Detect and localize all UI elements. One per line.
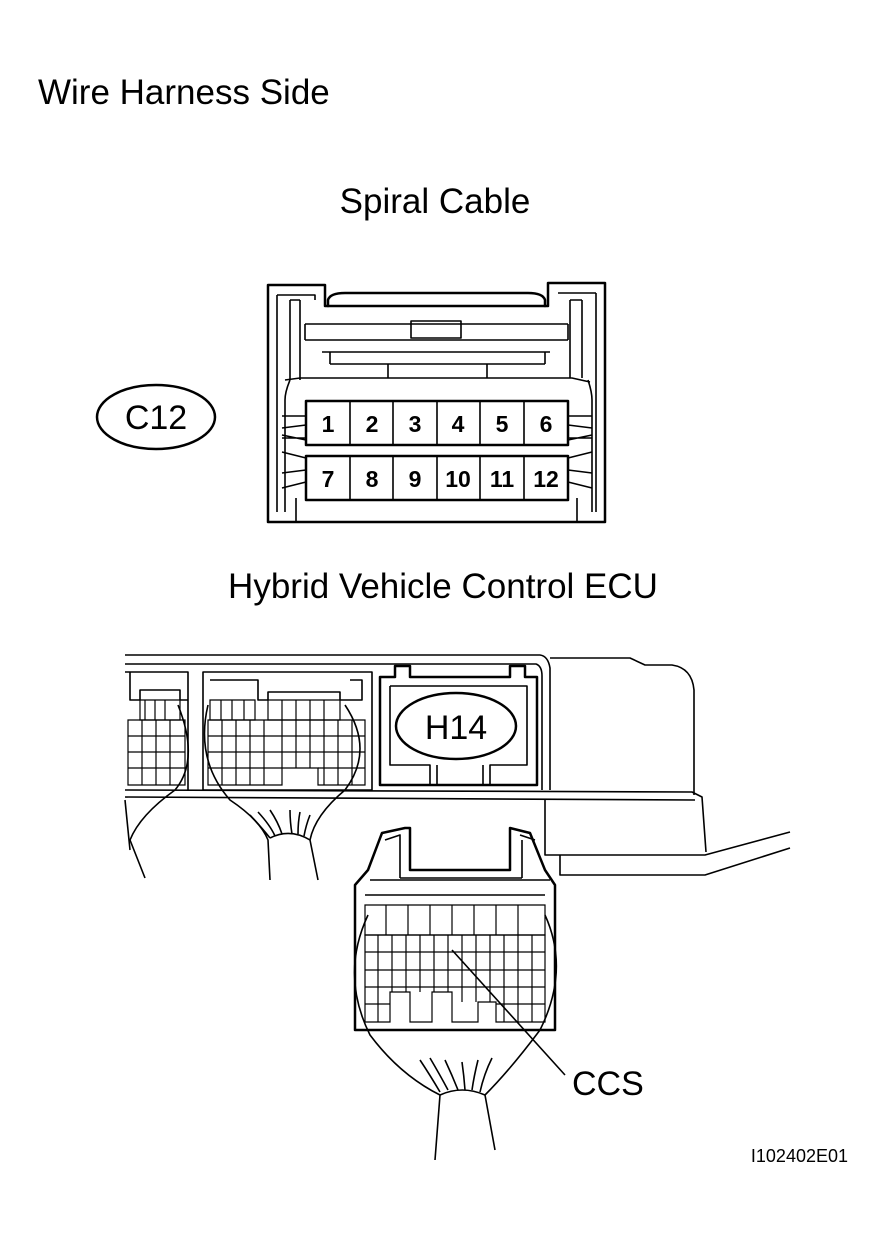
pin-7: 7 (322, 466, 335, 492)
connector-code-h14: H14 (394, 691, 518, 761)
connector-code-c12-text: C12 (125, 399, 187, 437)
pin-1: 1 (322, 411, 335, 437)
ecu-label: Hybrid Vehicle Control ECU (228, 567, 658, 606)
rear-harness-wires (124, 704, 361, 881)
h14-connector-plug (353, 826, 557, 1032)
connector-code-h14-text: H14 (425, 709, 487, 747)
spiral-cable-label: Spiral Cable (340, 182, 531, 221)
figure-id: I102402E01 (751, 1146, 848, 1166)
ccs-label: CCS (572, 1065, 644, 1103)
pin-6: 6 (540, 411, 553, 437)
ecu-body (124, 654, 791, 876)
connector-code-c12: C12 (95, 383, 217, 451)
pin-3: 3 (409, 411, 422, 437)
spiral-cable-connector: 1 2 3 4 5 6 7 8 9 10 11 12 (266, 281, 607, 524)
pin-5: 5 (496, 411, 509, 437)
pin-2: 2 (366, 411, 379, 437)
ccs-callout: CCS (451, 949, 644, 1103)
plug-harness-wires (353, 914, 558, 1161)
pin-4: 4 (452, 411, 465, 437)
pin-9: 9 (409, 466, 422, 492)
pin-10: 10 (445, 466, 471, 492)
pin-8: 8 (366, 466, 379, 492)
pin-11: 11 (490, 466, 515, 492)
page-title: Wire Harness Side (38, 73, 330, 112)
pin-12: 12 (533, 466, 559, 492)
